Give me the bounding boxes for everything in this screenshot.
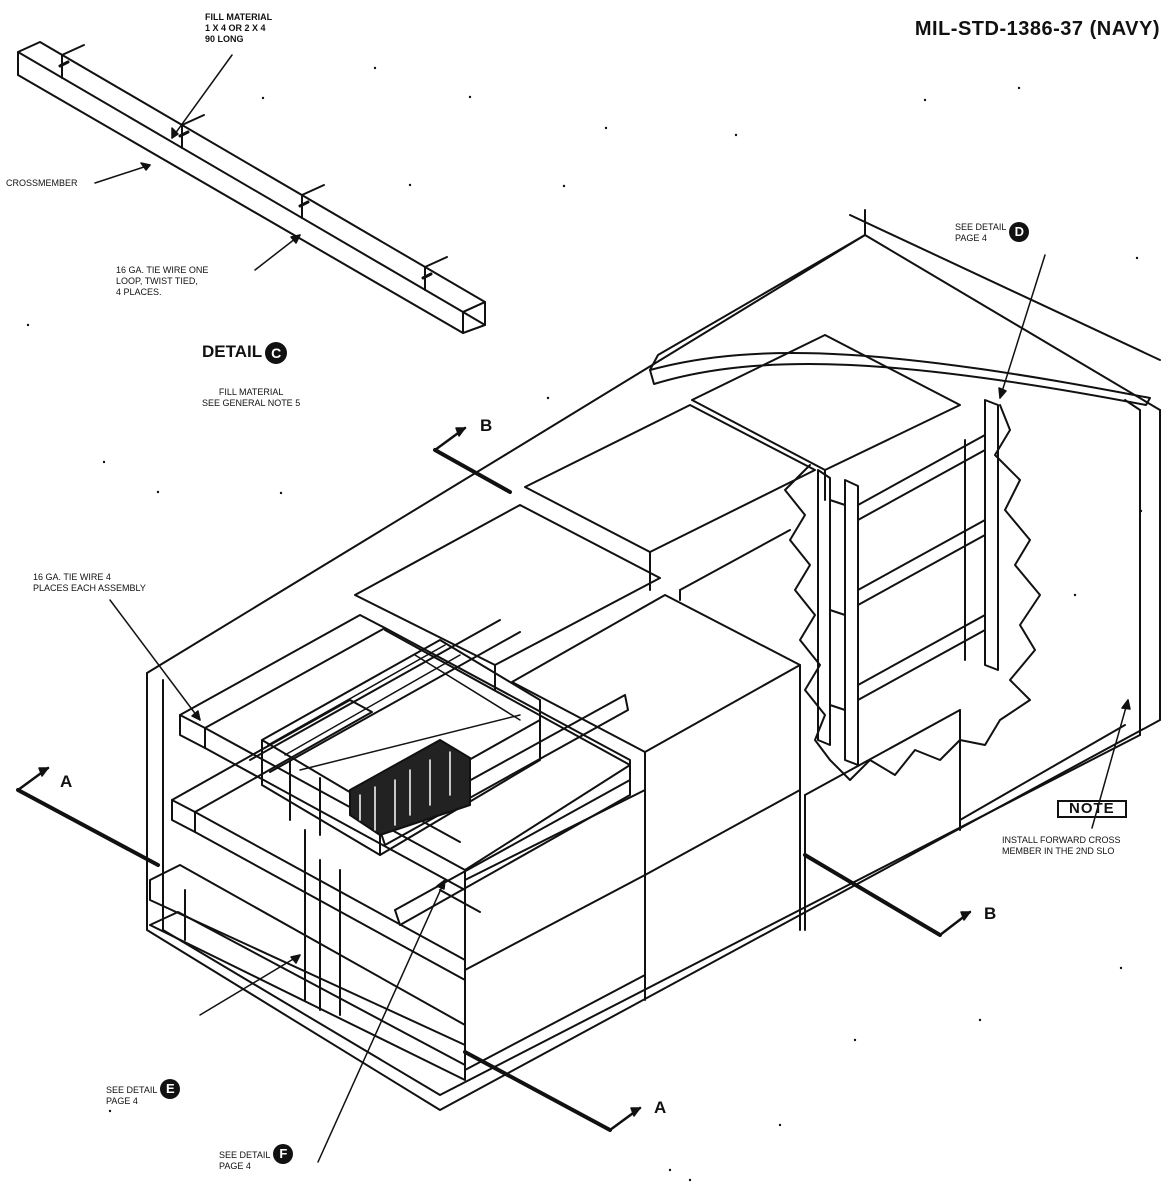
section-b-marker-top <box>433 426 512 494</box>
detail-c-letter: C <box>265 341 288 364</box>
section-a-label-bottom: A <box>654 1098 667 1117</box>
note-text: INSTALL FORWARD CROSS MEMBER IN THE 2ND … <box>1002 835 1121 856</box>
section-b-marker-right <box>803 853 972 937</box>
detail-e-letter: E <box>160 1079 181 1099</box>
section-b-label-right: B <box>984 904 997 923</box>
detail-f-callout: SEE DETAIL PAGE 4 F <box>219 1144 294 1172</box>
detail-d-letter: D <box>1009 222 1030 242</box>
note-box: NOTE <box>1057 800 1127 818</box>
detail-c-subtitle: FILL MATERIAL SEE GENERAL NOTE 5 <box>202 387 301 408</box>
ordnance-package <box>261 639 541 856</box>
detail-e-callout: SEE DETAIL PAGE 4 E <box>106 1079 181 1107</box>
cutaway-region <box>784 399 1041 781</box>
section-a-marker-left <box>16 766 160 867</box>
container-outline <box>146 209 1161 1111</box>
note-label: NOTE <box>1057 800 1127 818</box>
callout-leaders <box>109 254 1131 1163</box>
section-a-label-left: A <box>60 772 73 791</box>
detail-c-leaders <box>94 54 301 271</box>
document-id: MIL-STD-1386-37 (NAVY) <box>914 18 1160 40</box>
section-b-label-top: B <box>480 416 493 435</box>
tie-wire-assembly-callout: 16 GA. TIE WIRE 4 PLACES EACH ASSEMBLY <box>33 572 146 593</box>
section-a-marker-bottom <box>463 1050 642 1132</box>
detail-d-callout: SEE DETAIL PAGE 4 D <box>955 222 1030 244</box>
front-frame-assembly <box>149 614 631 1081</box>
scan-speckles <box>26 66 1143 1182</box>
detail-f-letter: F <box>273 1144 294 1164</box>
tie-wire-detail-c-callout: 16 GA. TIE WIRE ONE LOOP, TWIST TIED, 4 … <box>116 265 209 297</box>
detail-c-crossmember-drawing <box>17 41 486 334</box>
stacked-boxes <box>354 334 1126 1071</box>
fill-material-callout: FILL MATERIAL 1 x 4 OR 2 x 4 90 LONG <box>205 12 273 44</box>
crossmember-label: CROSSMEMBER <box>6 178 78 188</box>
